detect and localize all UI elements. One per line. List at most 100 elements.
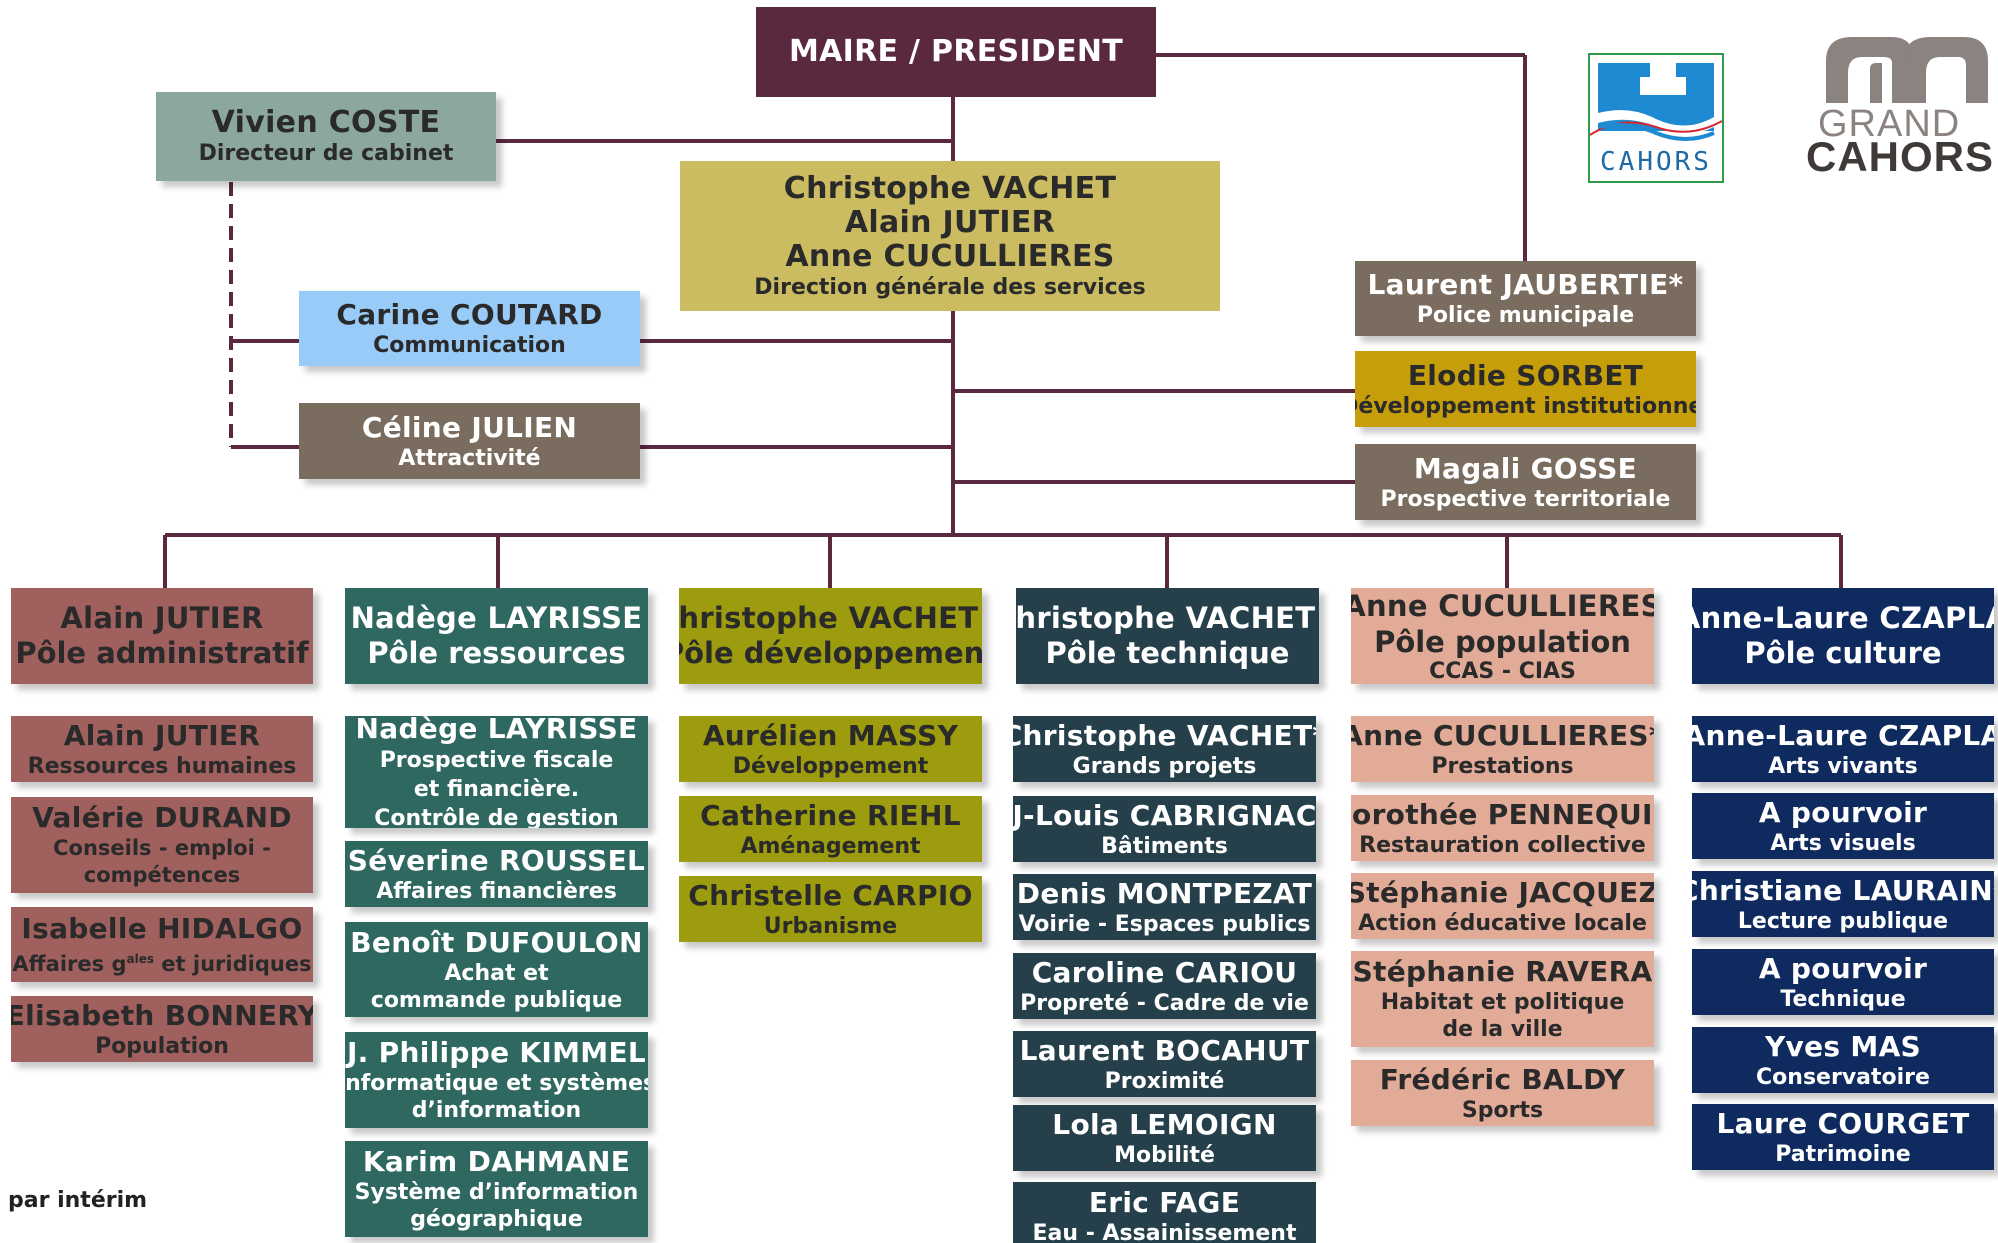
unit-name: Caroline CARIOU <box>1031 955 1298 989</box>
unit-role-3: Contrôle de gestion <box>374 805 619 829</box>
pole-head-role: Pôle ressources <box>367 636 626 670</box>
unit-role: Bâtiments <box>1101 833 1228 859</box>
unit-name: Stéphanie JACQUEZ <box>1351 875 1654 909</box>
unit-box: Caroline CARIOU Propreté - Cadre de vie <box>1013 953 1316 1019</box>
unit-role: Patrimoine <box>1775 1141 1911 1167</box>
footnote-interim: par intérim <box>8 1188 148 1213</box>
pole-culture-box: Anne-Laure CZAPLA Pôle culture <box>1692 588 1994 684</box>
pole-head-name: Anne CUCULLIERES <box>1351 589 1654 623</box>
unit-role: Informatique et systèmes <box>345 1071 648 1096</box>
unit-role: Action éducative locale <box>1358 910 1647 936</box>
unit-name: J. Philippe KIMMEL <box>346 1036 647 1069</box>
coutard-role: Communication <box>373 333 566 358</box>
unit-role-part: et juridiques <box>154 951 312 976</box>
coste-name: Vivien COSTE <box>211 105 441 140</box>
unit-name: Christelle CARPIO <box>688 878 973 912</box>
maire-president-box: MAIRE / PRESIDENT <box>756 7 1156 97</box>
unit-role: Eau - Assainissement <box>1032 1221 1297 1243</box>
unit-role: Restauration collective <box>1359 832 1646 858</box>
jaubertie-role: Police municipale <box>1416 303 1635 328</box>
unit-role: Propreté - Cadre de vie <box>1020 990 1309 1016</box>
cahors-logo-icon <box>1589 63 1723 141</box>
unit-name: Laurent BOCAHUT <box>1019 1033 1310 1067</box>
sorbet-role: Développement institutionnel <box>1355 393 1696 419</box>
unit-role-2: et financière. <box>413 776 580 802</box>
unit-role: Développement <box>732 753 929 779</box>
unit-box: Christiane LAURAIN* Lecture publique <box>1692 871 1994 937</box>
unit-role: Habitat et politique <box>1380 990 1625 1015</box>
unit-name: Eric FAGE <box>1088 1186 1241 1219</box>
unit-name: Valérie DURAND <box>32 801 292 834</box>
unit-role: Achat et <box>444 960 549 986</box>
pole-ressources-box: Nadège LAYRISSE Pôle ressources <box>345 588 648 684</box>
julien-name: Céline JULIEN <box>361 410 578 444</box>
dgs-name-1: Christophe VACHET <box>783 170 1117 206</box>
grand-cahors-logo-text: CAHORS <box>1806 133 1995 180</box>
gosse-name: Magali GOSSE <box>1413 451 1638 485</box>
jaubertie-box: Laurent JAUBERTIE* Police municipale <box>1355 261 1696 336</box>
grand-cahors-logo: GRAND CAHORS <box>1804 33 1994 183</box>
unit-name: Christophe VACHET* <box>1013 718 1316 752</box>
unit-box: Anne CUCULLIERES* Prestations <box>1351 716 1654 782</box>
unit-role: Conseils - emploi - <box>53 836 271 860</box>
unit-role: Affaires financières <box>376 878 617 904</box>
unit-name: A pourvoir <box>1758 951 1928 985</box>
unit-name: Denis MONTPEZAT <box>1016 876 1313 910</box>
unit-role: Voirie - Espaces publics <box>1018 911 1311 937</box>
unit-name: Anne-Laure CZAPLA <box>1692 718 1994 752</box>
unit-box: Eric FAGE Eau - Assainissement <box>1013 1182 1316 1243</box>
unit-box: Benoît DUFOULON Achat et commande publiq… <box>345 922 648 1017</box>
unit-role-2: géographique <box>410 1207 583 1232</box>
julien-role: Attractivité <box>398 445 541 471</box>
unit-role: Sports <box>1461 1097 1544 1123</box>
unit-name: A pourvoir <box>1758 795 1928 829</box>
unit-name: Yves MAS <box>1764 1029 1922 1063</box>
pole-head-name: Alain JUTIER <box>60 601 264 635</box>
unit-box: Christelle CARPIO Urbanisme <box>679 876 982 942</box>
unit-box: A pourvoir Technique <box>1692 949 1994 1015</box>
coste-box: Vivien COSTE Directeur de cabinet <box>156 92 496 181</box>
unit-role: Prestations <box>1431 753 1574 779</box>
unit-name: Frédéric BALDY <box>1379 1062 1626 1096</box>
unit-box: Nadège LAYRISSE Prospective fiscale et f… <box>345 716 648 828</box>
unit-box: Alain JUTIER Ressources humaines <box>11 716 313 782</box>
unit-box: Dorothée PENNEQUIN Restauration collecti… <box>1351 795 1654 861</box>
unit-role: Conservatoire <box>1756 1064 1930 1090</box>
pole-head-name: Christophe VACHET * <box>679 601 982 635</box>
dgs-name-2: Alain JUTIER <box>844 204 1056 240</box>
unit-box: Séverine ROUSSEL Affaires financières <box>345 841 648 907</box>
unit-role-superscript: ales <box>126 951 155 966</box>
unit-name: Séverine ROUSSEL <box>347 843 646 877</box>
coutard-name: Carine COUTARD <box>336 298 603 331</box>
unit-role-2: de la ville <box>1442 1017 1563 1042</box>
unit-role-part: Affaires g <box>12 951 127 976</box>
julien-box: Céline JULIEN Attractivité <box>299 403 640 479</box>
unit-box: Catherine RIEHL Aménagement <box>679 796 982 862</box>
unit-name: Isabelle HIDALGO <box>21 911 303 945</box>
cahors-logo: CAHORS <box>1588 53 1724 183</box>
unit-role: Prospective fiscale <box>379 747 614 773</box>
unit-box: J-Louis CABRIGNAC Bâtiments <box>1013 796 1316 862</box>
unit-box: Lola LEMOIGN Mobilité <box>1013 1105 1316 1171</box>
unit-role: Proximité <box>1104 1068 1225 1094</box>
coste-role: Directeur de cabinet <box>198 141 454 166</box>
maire-title: MAIRE / PRESIDENT <box>788 34 1124 69</box>
pole-administratif-box: Alain JUTIER Pôle administratif <box>11 588 313 684</box>
pole-technique-box: Christophe VACHET * Pôle technique <box>1016 588 1319 684</box>
pole-population-box: Anne CUCULLIERES Pôle population CCAS - … <box>1351 588 1654 684</box>
unit-box: Valérie DURAND Conseils - emploi - compé… <box>11 797 313 893</box>
cahors-logo-text: CAHORS <box>1600 147 1712 177</box>
pole-head-name: Christophe VACHET * <box>1016 601 1319 635</box>
gosse-box: Magali GOSSE Prospective territoriale <box>1355 444 1696 520</box>
unit-role: Aménagement <box>740 833 921 859</box>
unit-box: Stéphanie RAVERA Habitat et politique de… <box>1351 951 1654 1047</box>
unit-box: Laurent BOCAHUT Proximité <box>1013 1031 1316 1097</box>
unit-box: Laure COURGET Patrimoine <box>1692 1104 1994 1170</box>
unit-role: Technique <box>1780 986 1906 1012</box>
dgs-role: Direction générale des services <box>754 274 1146 300</box>
unit-box: Anne-Laure CZAPLA Arts vivants <box>1692 716 1994 782</box>
unit-role: Arts vivants <box>1768 753 1918 779</box>
pole-head-name: Nadège LAYRISSE <box>350 601 643 635</box>
grand-cahors-arches-icon <box>1826 37 1988 103</box>
